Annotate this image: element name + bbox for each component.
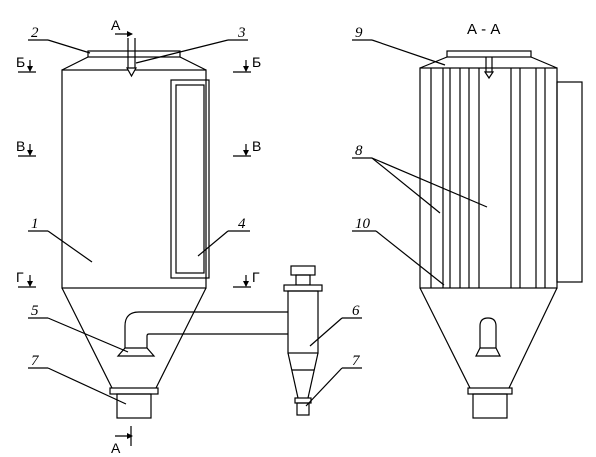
duct-inner [146,333,288,348]
section-view-title: А - А [467,21,500,38]
dryer-front-view [61,38,288,419]
section-top-cover [446,50,532,58]
leader-8a [371,157,441,214]
callout-3: 3 [237,25,246,41]
top-cover [87,50,181,58]
leader-1 [47,230,93,263]
leader-5 [47,317,129,353]
dryer-body [61,69,207,289]
cone-left [61,287,113,389]
callout-9: 9 [355,25,363,41]
callout-1: 1 [31,216,39,232]
cut-b-left-arrow [27,66,33,72]
section-suction-cap [475,347,501,357]
callout-4: 4 [238,216,246,232]
leader-9 [371,39,446,66]
cyclone-top-flange [290,265,316,276]
cyclone-body [287,290,319,354]
leader-7a [47,367,127,405]
cyclone-cone-left [287,352,299,399]
shoulder-left [61,56,89,71]
cyclone-flange [283,284,323,292]
cut-b-right-label: Б [252,54,261,70]
callout-10: 10 [355,216,371,232]
section-cone-left [419,287,471,389]
cyclone-cone-right [307,352,319,399]
cut-a-bottom-arrow [127,433,133,439]
duct-outer [124,311,288,348]
cut-b-right-arrow [243,66,249,72]
callout-6: 6 [352,303,360,319]
section-shoulder-left [419,56,448,69]
cyclone-collar [294,397,312,404]
cut-a-bottom-label: А [111,440,121,456]
cut-v-left-arrow [27,150,33,156]
section-collar [467,387,513,395]
leader-10 [375,230,445,286]
cut-v-right-arrow [243,150,249,156]
outlet-pipe-7 [116,393,152,419]
section-cone-right [508,287,558,389]
cut-v-left-label: В [16,138,25,154]
callouts: 2 3 1 4 5 6 7 7 9 8 [28,25,488,407]
dryer-section-view [419,50,583,419]
cut-g-left-arrow [27,281,33,287]
shoulder-right [179,56,207,71]
callout-8: 8 [355,143,363,159]
section-suction-pipe [479,317,497,348]
callout-5: 5 [31,303,39,319]
cyclone-top-pipe [295,274,311,286]
leader-7b [305,367,343,407]
section-outlet [472,393,508,419]
cut-b-left-label: Б [16,54,25,70]
cut-v-right-label: В [252,138,261,154]
section-atomizer-nozzle [483,71,495,80]
cyclone-outlet-7 [296,402,310,416]
leader-3 [135,39,229,64]
suction-cap-5 [116,347,156,357]
leader-6 [309,317,343,347]
heater-inner [175,84,205,274]
atomizer-nozzle [125,67,138,78]
callout-7b: 7 [352,353,361,369]
cut-g-left-label: Г [16,269,24,285]
heater-outer [170,79,210,279]
cut-g-right-label: Г [252,269,260,285]
section-shoulder-right [530,56,558,69]
cyclone-6 [283,265,323,416]
cut-a-top-label: А [111,17,121,33]
callout-7a: 7 [31,353,40,369]
leader-4 [197,230,229,257]
leader-8b [371,157,488,208]
section-side-box [556,81,583,283]
section-marks: А А Б Б В В Г Г [16,17,261,456]
callout-2: 2 [31,25,39,41]
cut-a-top-arrow [127,31,133,37]
cut-g-right-arrow [243,281,249,287]
leader-2 [47,39,91,54]
cone-right [155,287,207,389]
outlet-collar [109,387,159,395]
